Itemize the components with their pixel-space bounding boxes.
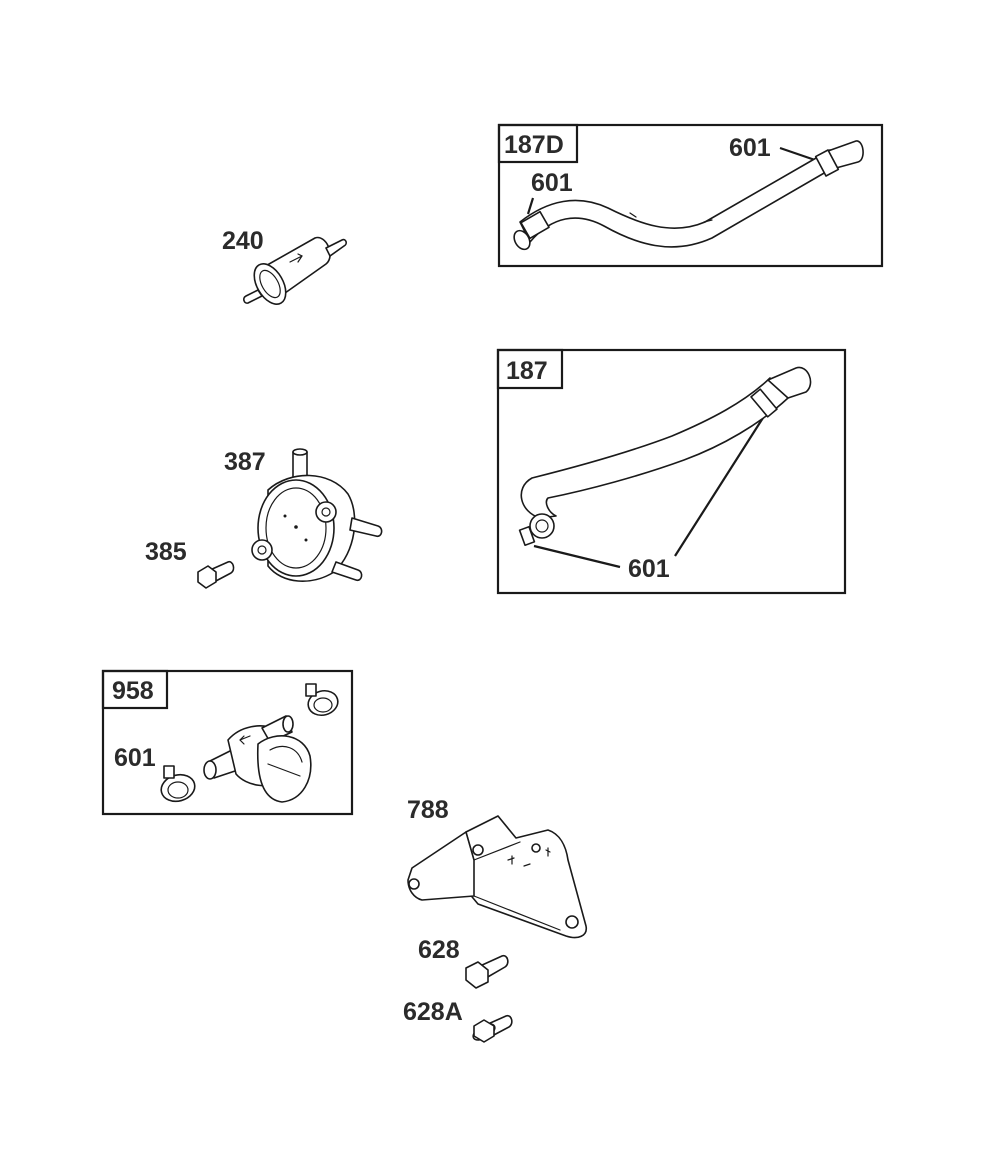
leader-line xyxy=(779,146,816,162)
fuel-pump-mount-hole xyxy=(257,545,267,555)
fuel-pump-side-nipple xyxy=(331,561,363,582)
fuel-filter-label: 240 xyxy=(222,227,264,255)
fuel-line-187-tag-box xyxy=(496,348,564,390)
screw-628-head xyxy=(465,961,489,989)
fuel-line-187-frame xyxy=(496,348,847,595)
clamp-187-lower xyxy=(529,513,555,539)
bracket-flange xyxy=(407,831,475,901)
bracket-bend-line xyxy=(465,831,561,931)
fuel-line-187d-group: 187D 601 601 xyxy=(497,123,884,268)
screw-628a-label: 628A xyxy=(403,998,463,1026)
pump-screw-label: 385 xyxy=(145,538,187,566)
fuel-pump-rivet xyxy=(294,525,298,529)
fuel-line-187-hose xyxy=(520,377,789,519)
bracket-hole xyxy=(472,844,484,856)
bracket-markings xyxy=(507,847,551,867)
fuel-line-187d-tag-box xyxy=(497,123,579,164)
fuel-line-187-label: 187 xyxy=(506,357,548,385)
screw-628a-head xyxy=(473,1019,495,1043)
shutoff-valve-label: 958 xyxy=(112,677,154,705)
clamp-187-label: 601 xyxy=(628,555,670,583)
fuel-pump-cover-ring xyxy=(265,487,327,569)
clamp-958-lower-ear xyxy=(163,765,175,779)
clamp-958-label: 601 xyxy=(114,744,156,772)
screw-628-group: 628 xyxy=(418,936,509,989)
fuel-filter-cap-ring xyxy=(259,269,281,299)
leader-line xyxy=(674,409,769,557)
bracket-788-group: 788 xyxy=(407,796,588,939)
flow-arrow-icon xyxy=(289,253,303,263)
clamp-187d-left xyxy=(520,210,550,240)
pump-screw-head xyxy=(197,565,217,589)
bracket-label: 788 xyxy=(407,796,449,824)
bracket-hole xyxy=(531,843,541,853)
pump-screw-385-group: 385 xyxy=(145,538,235,589)
fuel-pump-rivet xyxy=(304,538,308,542)
shutoff-valve-tag-box xyxy=(101,669,169,710)
leader-line xyxy=(526,197,535,215)
bracket-hole xyxy=(408,878,420,890)
clamp-187-upper xyxy=(750,388,778,418)
clamp-958-upper-ear xyxy=(305,683,317,697)
fuel-pump-387-group: 387 xyxy=(224,448,383,582)
fuel-pump-rivet xyxy=(283,514,287,518)
fuel-line-187d-hose xyxy=(519,149,839,248)
shutoff-valve-outlet-end xyxy=(282,715,294,733)
hose-end xyxy=(767,366,812,399)
hose-end xyxy=(513,229,531,251)
fuel-pump-mount-ear xyxy=(315,501,337,523)
fuel-filter-240-group: 240 xyxy=(222,227,347,305)
clamp-187-ear xyxy=(518,525,536,547)
flow-arrow-icon xyxy=(239,735,251,745)
fuel-filter-outlet-nipple xyxy=(325,238,347,257)
bracket-plate xyxy=(465,815,588,939)
fuel-pump-label: 387 xyxy=(224,448,266,476)
hose-end xyxy=(827,140,864,169)
shutoff-valve-handle xyxy=(256,735,312,803)
shutoff-valve-handle-grip xyxy=(267,745,303,777)
fuel-line-187-group: 187 601 xyxy=(496,348,847,595)
bracket-hole xyxy=(565,915,579,929)
fuel-line-187d-label: 187D xyxy=(504,131,564,159)
clamp-187d-right-label: 601 xyxy=(729,134,771,162)
screw-628a-group: 628A xyxy=(403,998,513,1043)
clamp-187-lower-inner xyxy=(535,519,549,533)
fuel-pump-mount-hole xyxy=(321,507,331,517)
shutoff-valve-958-group: 958 601 xyxy=(101,669,354,816)
leader-line xyxy=(533,544,621,569)
clamp-187d-right xyxy=(814,149,840,177)
clamp-187d-left-label: 601 xyxy=(531,169,573,197)
fuel-pump-side-nipple xyxy=(349,517,383,538)
fuel-pump-nipple-end xyxy=(292,448,308,456)
shutoff-valve-inlet-end xyxy=(203,760,217,780)
shutoff-valve-frame xyxy=(101,669,354,816)
clamp-958-lower-inner xyxy=(167,781,189,799)
fuel-filter-inlet-nipple xyxy=(243,289,263,304)
clamp-958-upper-inner xyxy=(313,697,333,713)
fuel-pump-mount-ear xyxy=(251,539,273,561)
hose-mark xyxy=(629,212,713,223)
fuel-line-187d-frame xyxy=(497,123,884,268)
screw-628-label: 628 xyxy=(418,936,460,964)
